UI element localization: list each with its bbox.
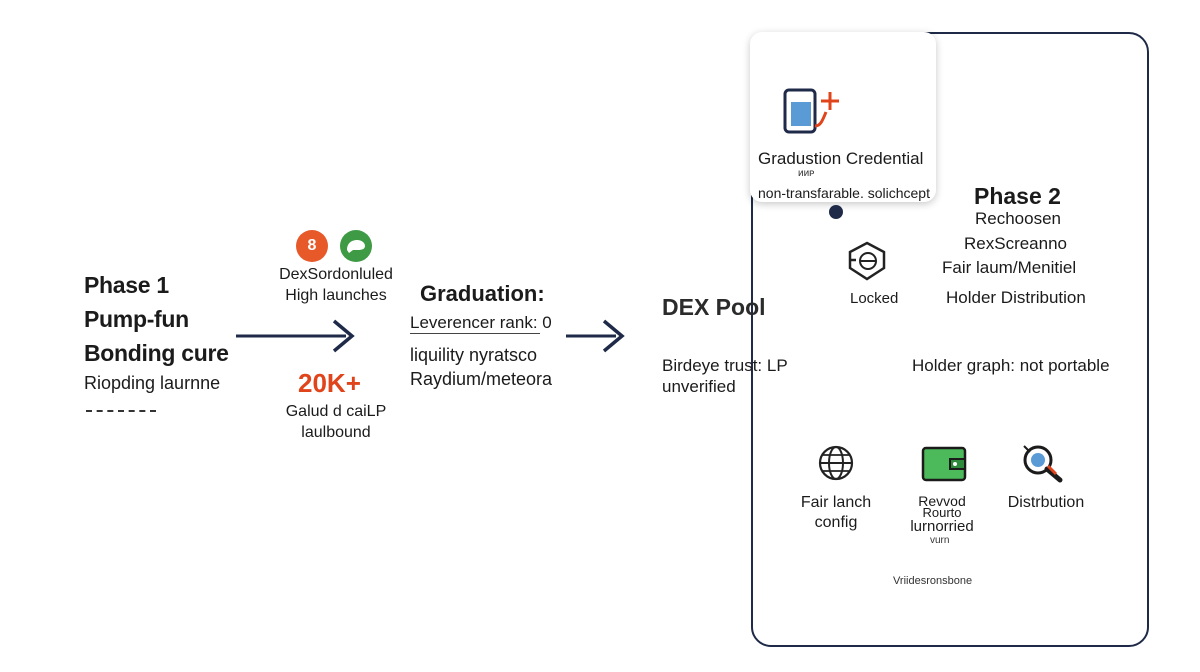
graduation-line-2: Raydium/meteora bbox=[410, 369, 553, 389]
magnifier-icon bbox=[1023, 445, 1063, 483]
dex-pool-title: DEX Pool bbox=[662, 294, 766, 320]
wallet-icon bbox=[921, 446, 967, 482]
credential-subtitle: non-transfarable. solichcept bbox=[758, 185, 930, 201]
dex-line-1: Birdeye trust: LP bbox=[662, 356, 788, 375]
green-chat-icon bbox=[340, 230, 372, 262]
globe-icon bbox=[818, 445, 854, 481]
graduation-rank: Leverencer rank: 0 bbox=[410, 313, 552, 332]
orange-badge-icon: 8 bbox=[296, 230, 328, 262]
panel-footer: Vriidesronsbone bbox=[893, 575, 973, 587]
launch-label-1: DexSordonluled bbox=[279, 266, 393, 283]
dex-line-2: unverified bbox=[662, 377, 736, 396]
phase1-title-1: Phase 1 bbox=[84, 272, 169, 298]
arrow-graduation-head bbox=[602, 319, 625, 353]
phase1-title-2: Pump-fun bbox=[84, 306, 189, 332]
phase1-title-3: Bonding cure bbox=[84, 340, 229, 366]
graduation-title: Graduation: bbox=[420, 281, 545, 306]
launch-label-2: High launches bbox=[285, 287, 387, 304]
arrow-phase1-head bbox=[332, 319, 355, 353]
lock-shield-icon bbox=[848, 241, 886, 281]
phase2-line-2: RexScreanno bbox=[964, 234, 1068, 253]
phase2-line-4: Holder Distribution bbox=[946, 288, 1086, 307]
launch-count: 20K+ bbox=[298, 368, 361, 398]
phase2-line-1: Rechoosen bbox=[975, 209, 1062, 228]
launch-count-label-2: laulbound bbox=[301, 424, 371, 441]
bottom-item-2-line-3: lurnorried bbox=[910, 518, 974, 535]
phase2-line-3: Fair laum/Menitiel bbox=[942, 258, 1077, 277]
graduation-line-1: liquility nyratsco bbox=[410, 345, 538, 365]
orange-badge-label: 8 bbox=[307, 237, 317, 254]
credential-tiny-text: ᴎᴎᴩ bbox=[798, 168, 815, 179]
bottom-item-1-line-2: config bbox=[814, 514, 858, 531]
graduation-credential-card[interactable] bbox=[750, 32, 936, 202]
bottom-item-3-line-1: Distrbution bbox=[1007, 494, 1085, 511]
holder-graph-label: Holder graph: not portable bbox=[912, 356, 1110, 375]
graduation-rank-underline bbox=[410, 333, 540, 334]
launch-count-label-1: Galud d caiLP bbox=[285, 403, 387, 420]
locked-label: Locked bbox=[850, 290, 899, 307]
credential-title: Gradustion Credential bbox=[758, 149, 924, 168]
credential-document-icon bbox=[783, 88, 839, 134]
bottom-item-2-line-2: Rourto bbox=[922, 505, 962, 520]
phase1-subtitle: Riopding laurnne bbox=[84, 373, 221, 393]
phase2-title: Phase 2 bbox=[974, 183, 1061, 209]
credential-connector-dot bbox=[829, 205, 843, 219]
phase1-dashed-underline bbox=[86, 410, 156, 412]
bottom-item-2-tiny: vurn bbox=[930, 535, 950, 546]
bottom-item-1-line-1: Fair lanch bbox=[800, 494, 872, 511]
bottom-item-2-line-1: Revvod bbox=[918, 493, 966, 509]
